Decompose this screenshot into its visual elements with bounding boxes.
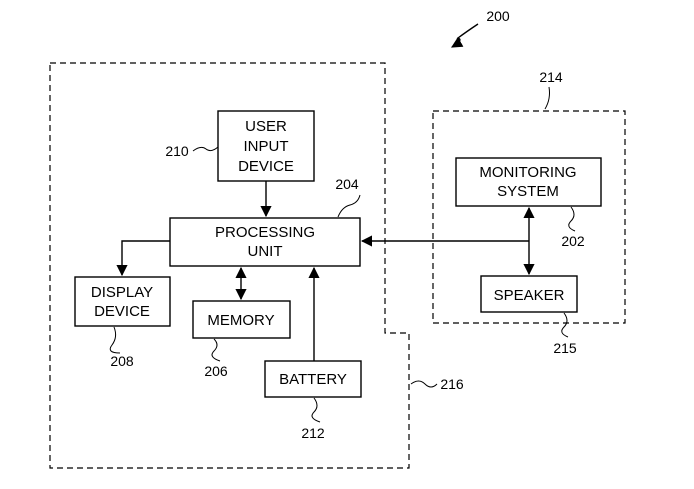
- monitoring-label-line2: SYSTEM: [497, 183, 559, 200]
- processing-unit-block: [169, 217, 361, 267]
- device-region-ref: 216: [440, 376, 464, 392]
- user-input-leader: [192, 146, 219, 152]
- arrow-processing-to-display: [116, 240, 170, 277]
- user-input-label-line3: DEVICE: [238, 158, 294, 175]
- display-label-line2: DEVICE: [94, 303, 150, 320]
- device-region-boundary: [49, 62, 410, 469]
- processing-ref: 204: [335, 176, 359, 192]
- display-device-block: [74, 276, 171, 327]
- memory-block: [192, 300, 291, 339]
- display-ref: 208: [110, 353, 134, 369]
- processing-leader: [337, 194, 361, 218]
- device-region-leader: [410, 380, 438, 388]
- display-label-line1: DISPLAY: [91, 284, 153, 301]
- speaker-block: [480, 275, 578, 313]
- external-region-boundary: [432, 110, 626, 324]
- figure-ref-arrow: [451, 23, 479, 48]
- monitoring-leader: [568, 206, 576, 232]
- user-input-label-line2: INPUT: [244, 138, 289, 155]
- user-input-device-block: [217, 110, 315, 182]
- external-region-leader: [544, 86, 550, 110]
- display-leader: [109, 326, 121, 354]
- monitoring-label-line1: MONITORING: [479, 164, 576, 181]
- processing-label-line1: PROCESSING: [215, 224, 315, 241]
- battery-ref: 212: [301, 425, 325, 441]
- speaker-leader: [561, 312, 569, 338]
- memory-ref: 206: [204, 363, 228, 379]
- memory-leader: [211, 338, 221, 362]
- figure-ref-label: 200: [486, 8, 510, 24]
- user-input-label-line1: USER: [245, 118, 287, 135]
- memory-label: MEMORY: [207, 312, 274, 329]
- monitoring-ref: 202: [561, 233, 585, 249]
- speaker-ref: 215: [553, 340, 577, 356]
- battery-label: BATTERY: [279, 371, 347, 388]
- user-input-ref: 210: [165, 143, 189, 159]
- speaker-label: SPEAKER: [494, 287, 565, 304]
- processing-label-line2: UNIT: [248, 243, 283, 260]
- monitoring-system-block: [455, 157, 602, 207]
- external-region-ref: 214: [539, 69, 563, 85]
- battery-leader: [311, 397, 321, 423]
- battery-block: [264, 360, 362, 398]
